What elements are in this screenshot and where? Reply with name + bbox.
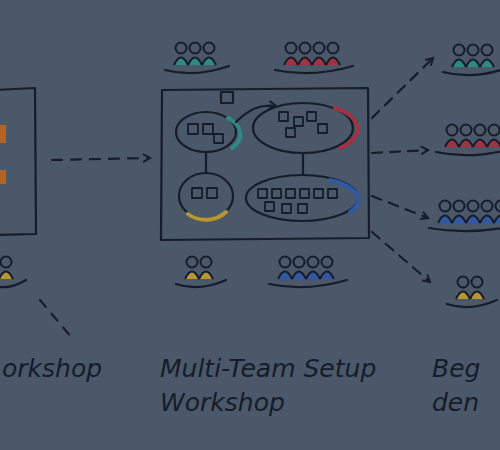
workshop-label: Beg den — [432, 352, 494, 420]
workshop-label: Multi-Team Setup Workshop — [160, 352, 410, 420]
workshop-label: orkshop — [2, 352, 102, 386]
